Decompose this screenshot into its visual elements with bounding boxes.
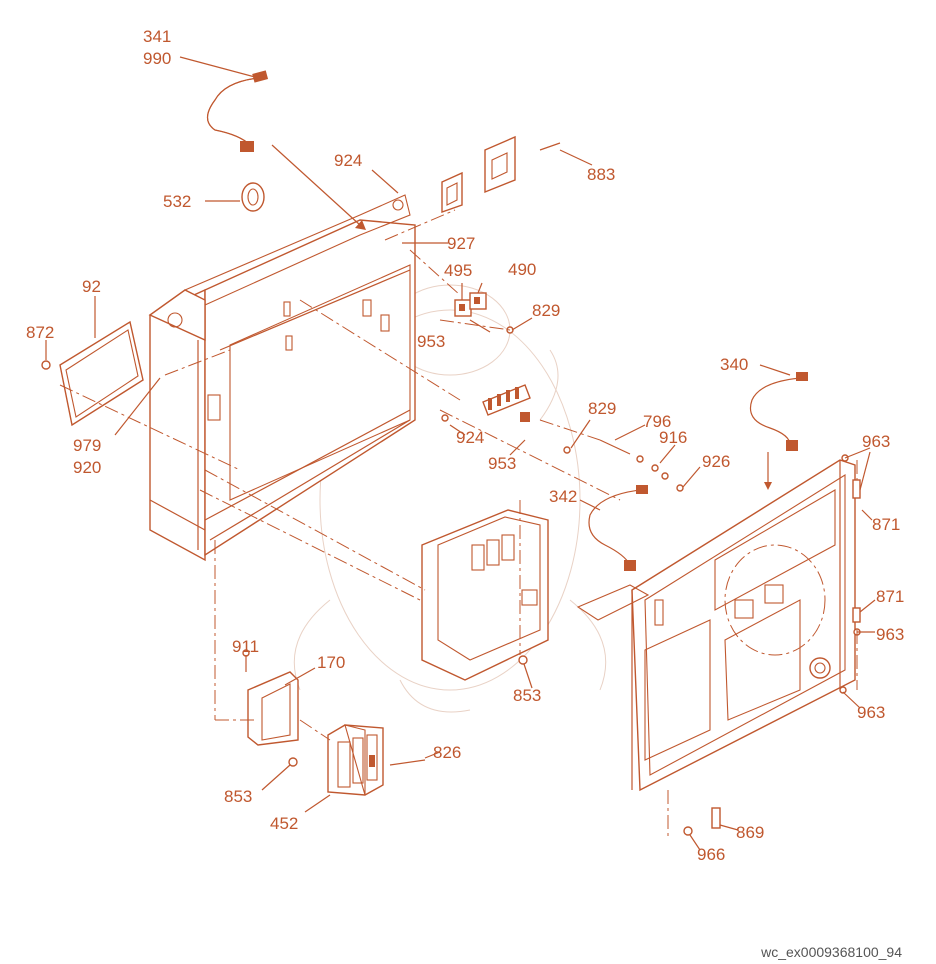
label-911: 911 [232, 637, 259, 656]
label-963-bottom: 963 [857, 703, 885, 722]
label-452: 452 [270, 814, 298, 833]
label-826: 826 [433, 743, 461, 762]
label-853-bracket: 853 [224, 787, 252, 806]
leader-lines [45, 56, 876, 851]
wire-harness-342 [576, 485, 650, 621]
label-963-mid: 963 [876, 625, 904, 644]
gasket-532 [241, 182, 265, 212]
wire-harness-341 [206, 70, 269, 152]
label-927: 927 [447, 234, 475, 253]
label-953-top: 953 [417, 332, 445, 351]
label-342: 342 [549, 487, 577, 506]
label-829-top: 829 [532, 301, 560, 320]
main-cabinet [148, 194, 416, 562]
bracket-170 [242, 649, 299, 767]
label-871-top: 871 [872, 515, 900, 534]
label-532: 532 [163, 192, 191, 211]
assembly-lines [59, 209, 858, 840]
label-920: 920 [73, 458, 101, 477]
hardware-stack [599, 439, 684, 492]
part-labels: 341 990 924 883 532 927 495 490 92 829 8… [26, 27, 904, 864]
wire-harness-340 [749, 372, 808, 490]
circuit-breaker-452 [327, 724, 426, 796]
label-341: 341 [143, 27, 171, 46]
label-966: 966 [697, 845, 725, 864]
label-990: 990 [143, 49, 171, 68]
label-853-chassis: 853 [513, 686, 541, 705]
figure-id: wc_ex0009368100_94 [761, 944, 902, 960]
label-170: 170 [317, 653, 345, 672]
label-869: 869 [736, 823, 764, 842]
label-490: 490 [508, 260, 536, 279]
internal-chassis [421, 509, 549, 681]
label-979: 979 [73, 436, 101, 455]
label-883: 883 [587, 165, 615, 184]
terminal-block [441, 384, 571, 454]
cover-plate [41, 320, 144, 427]
label-829-mid: 829 [588, 399, 616, 418]
front-door-panel [631, 454, 861, 836]
label-963-top: 963 [862, 432, 890, 451]
harness-arrow [271, 144, 366, 230]
label-924-top: 924 [334, 151, 362, 170]
label-796: 796 [643, 412, 671, 431]
label-924-mid: 924 [456, 428, 484, 447]
label-340: 340 [720, 355, 748, 374]
label-916: 916 [659, 428, 687, 447]
label-495: 495 [444, 261, 472, 280]
label-953-mid: 953 [488, 454, 516, 473]
label-92: 92 [82, 277, 101, 296]
label-872: 872 [26, 323, 54, 342]
label-871-bottom: 871 [876, 587, 904, 606]
label-926: 926 [702, 452, 730, 471]
bracket-883 [441, 135, 561, 213]
